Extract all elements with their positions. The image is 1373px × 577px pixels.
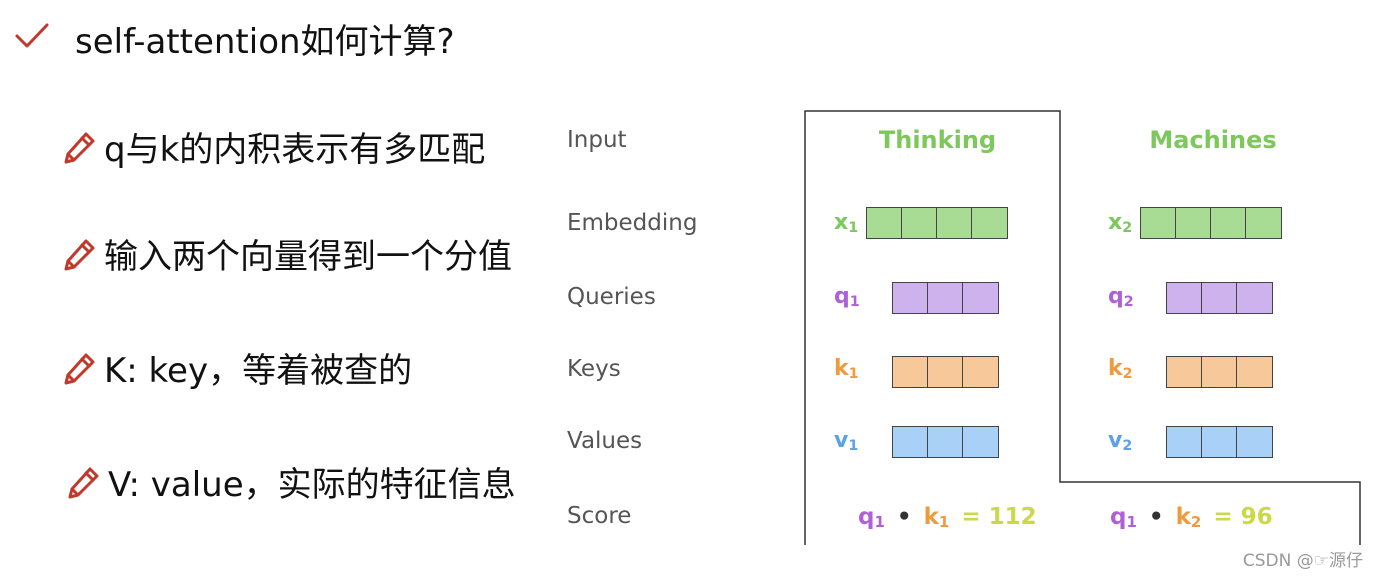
value-vector (1166, 426, 1273, 458)
value-label: v2 (1108, 428, 1133, 454)
row-label-queries: Queries (567, 284, 656, 310)
checkmark-icon (15, 23, 49, 48)
bullet-item: q与k的内积表示有多匹配 (62, 122, 485, 171)
bullet-text: 输入两个向量得到一个分值 (104, 237, 512, 277)
score-expression: q1 • k2 = 96 (1110, 504, 1273, 531)
input-word-thinking: Thinking (878, 126, 997, 154)
embedding-label: x1 (834, 210, 859, 236)
bullet-text: V: value，实际的特征信息 (108, 465, 516, 505)
row-label-score: Score (567, 503, 632, 529)
bullet-text: q与k的内积表示有多匹配 (104, 130, 486, 170)
query-vector (892, 282, 999, 314)
query-label: q1 (834, 284, 860, 310)
row-label-embedding: Embedding (567, 210, 698, 236)
pencil-icon (64, 239, 95, 270)
key-label: k1 (834, 356, 859, 382)
key-vector (892, 356, 999, 388)
query-vector (1166, 282, 1273, 314)
embedding-vector (1140, 207, 1282, 239)
value-label: v1 (834, 428, 859, 454)
bullet-item: V: value，实际的特征信息 (66, 457, 516, 506)
value-vector (892, 426, 999, 458)
key-label: k2 (1108, 356, 1133, 382)
row-label-keys: Keys (567, 356, 621, 382)
key-vector (1166, 356, 1273, 388)
pencil-icon (64, 132, 95, 163)
score-expression: q1 • k1 = 112 (858, 504, 1037, 531)
embedding-vector (866, 207, 1008, 239)
score-value: 112 (988, 504, 1037, 530)
score-value: 96 (1240, 504, 1273, 530)
pencil-icon (64, 353, 95, 384)
pencil-icon (68, 467, 99, 498)
bullet-text: K: key，等着被查的 (104, 351, 413, 391)
bullet-item: K: key，等着被查的 (62, 343, 412, 392)
row-label-input: Input (567, 127, 627, 153)
input-word-machines: Machines (1149, 126, 1277, 154)
page-title: self-attention如何计算? (75, 22, 455, 62)
embedding-label: x2 (1108, 210, 1133, 236)
query-label: q2 (1108, 284, 1134, 310)
bullet-item: 输入两个向量得到一个分值 (62, 229, 512, 278)
watermark: CSDN @☞源仔 (1242, 551, 1363, 571)
row-label-values: Values (567, 428, 643, 454)
